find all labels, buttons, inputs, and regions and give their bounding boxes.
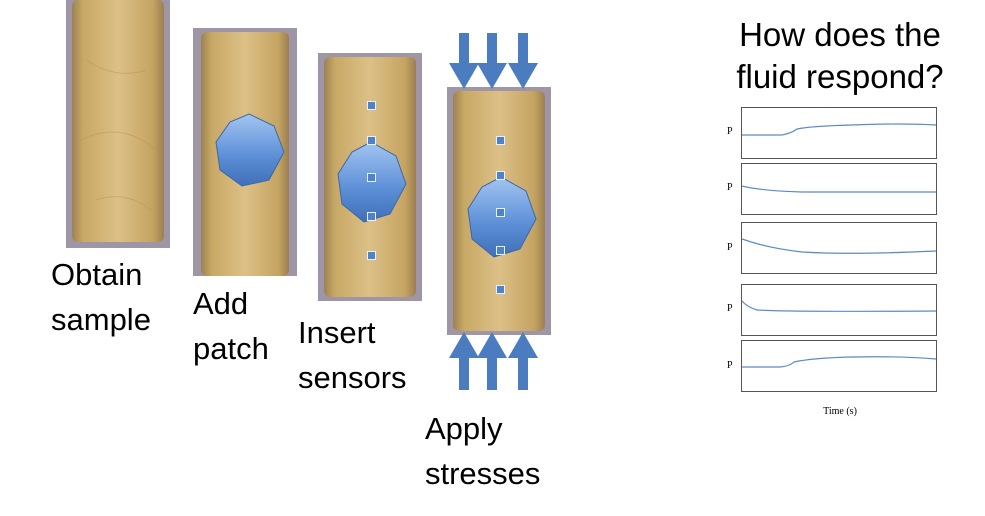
plot-y-label: P <box>727 182 733 193</box>
step-label-add-patch: Add patch <box>193 286 269 366</box>
pressure-plot-5 <box>741 340 937 392</box>
pressure-curve <box>742 238 936 254</box>
step-label-obtain-sample: Obtain sample <box>51 257 151 337</box>
pressure-curve <box>742 185 936 193</box>
pressure-plot-2 <box>741 163 937 215</box>
plot-y-label: P <box>727 126 733 137</box>
plot-y-label: P <box>727 360 733 371</box>
plot-y-label: P <box>727 303 733 314</box>
step-label-insert-sensors: Insert sensors <box>298 315 407 395</box>
sensor-marker <box>496 208 505 217</box>
patch-shape <box>215 113 285 187</box>
rock-core-sample-1 <box>66 0 170 248</box>
pressure-plot-1 <box>741 107 937 159</box>
pressure-plot-3 <box>741 222 937 274</box>
sensor-marker <box>367 212 376 221</box>
patch-shape <box>337 141 407 223</box>
sensor-marker <box>496 171 505 180</box>
pressure-curve <box>742 300 936 312</box>
sensor-marker <box>496 246 505 255</box>
arrow-up-icon <box>449 332 479 390</box>
pressure-plot-4 <box>741 284 937 336</box>
sandstone-cylinder-image <box>66 0 170 248</box>
sensor-marker <box>367 173 376 182</box>
question-title: How does the fluid respond? <box>736 16 944 95</box>
patch-shape <box>467 176 537 258</box>
arrow-down-icon <box>449 33 479 89</box>
sensor-marker <box>496 136 505 145</box>
step-label-apply-stresses: Apply stresses <box>425 411 541 491</box>
arrow-up-icon <box>477 332 507 390</box>
sensor-marker <box>367 136 376 145</box>
plot-x-label: Time (s) <box>823 406 857 417</box>
pressure-curve <box>742 356 936 368</box>
plot-y-label: P <box>727 242 733 253</box>
arrow-down-icon <box>477 33 507 89</box>
sensor-marker <box>496 285 505 294</box>
arrow-down-icon <box>508 33 538 89</box>
sensor-marker <box>367 251 376 260</box>
pressure-curve <box>742 123 936 136</box>
arrow-up-icon <box>508 332 538 390</box>
sensor-marker <box>367 101 376 110</box>
